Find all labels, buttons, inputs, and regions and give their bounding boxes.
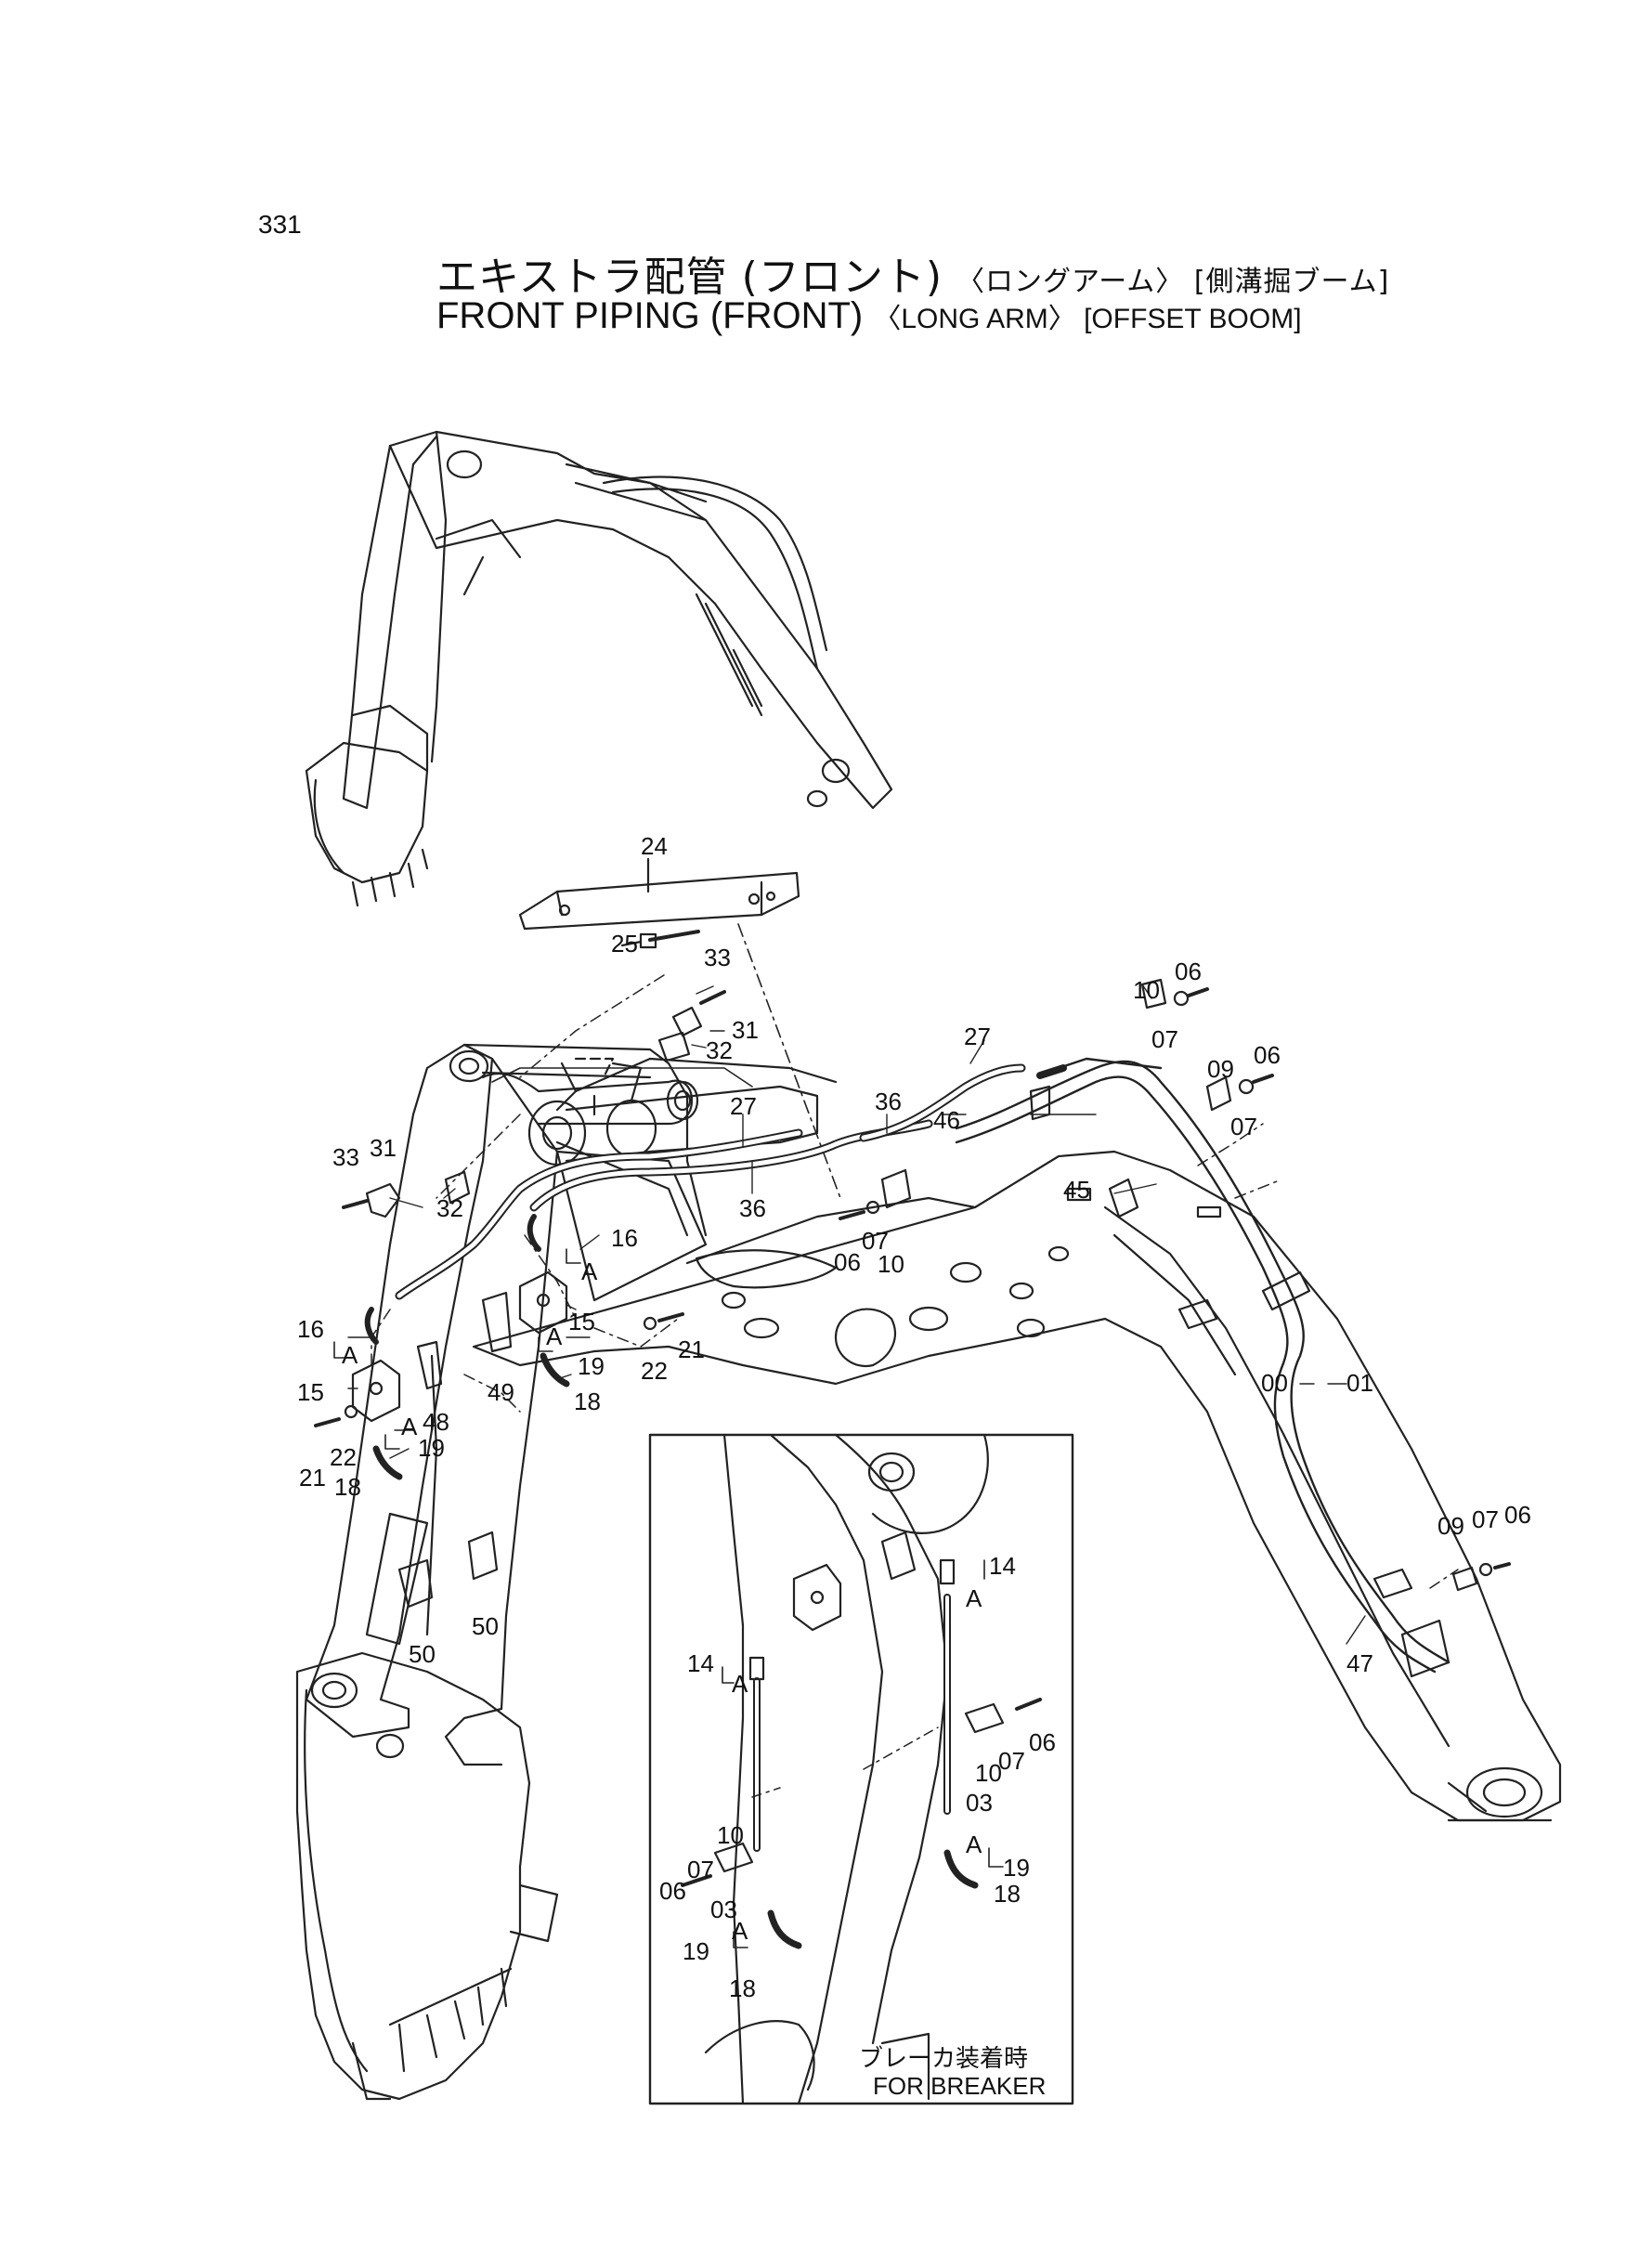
label-36-upper: 36: [875, 1088, 902, 1115]
inset-labels: 14 A 14 A 06 07 10 10 07 06 03 03 A 19 1…: [659, 1552, 1056, 2100]
inset-caption-japanese: ブレーカ装着時: [859, 2044, 1028, 2072]
label-A-right-top: A: [581, 1257, 598, 1285]
label-22-right: 22: [641, 1357, 668, 1385]
title-english: FRONT PIPING (FRONT) 〈LONG ARM〉 [OFFSET …: [436, 295, 1302, 337]
label-48: 48: [423, 1408, 449, 1436]
title-japanese-main: エキストラ配管 (フロント): [436, 254, 943, 301]
label-18-right: 18: [574, 1388, 601, 1415]
label-33-left: 33: [332, 1143, 359, 1171]
inset-label-06-right: 06: [1029, 1728, 1056, 1756]
label-22-left: 22: [330, 1443, 357, 1471]
inset-label-19-left: 19: [683, 1937, 709, 1965]
inset-label-A-right-top: A: [966, 1584, 982, 1612]
title-japanese: エキストラ配管 (フロント) 〈ロングアーム〉 [側溝掘ブーム]: [436, 243, 1389, 303]
inset-label-18-left: 18: [729, 1974, 756, 2002]
inset-label-07-right: 07: [998, 1747, 1025, 1775]
label-A-left-bottom: A: [401, 1413, 418, 1440]
label-06-top: 06: [1175, 958, 1202, 985]
inset-label-14-left: 14: [687, 1649, 714, 1677]
label-06-mid: 06: [834, 1248, 861, 1276]
label-A-right-bottom: A: [546, 1322, 563, 1350]
bolt-25: [620, 930, 700, 949]
label-21-right: 21: [678, 1335, 705, 1363]
main-boom: [472, 1150, 1562, 1822]
label-49: 49: [488, 1378, 514, 1406]
inset-label-10-right: 10: [975, 1759, 1002, 1787]
label-10-top: 10: [1133, 976, 1160, 1004]
label-07-right: 07: [1230, 1113, 1257, 1140]
label-01: 01: [1346, 1369, 1373, 1397]
inset-label-03-left: 03: [710, 1896, 737, 1923]
label-15-left: 15: [297, 1378, 324, 1406]
label-36-lower: 36: [739, 1194, 766, 1222]
label-18-left: 18: [334, 1473, 361, 1501]
label-15-right: 15: [568, 1308, 595, 1335]
label-50-right: 50: [472, 1612, 499, 1640]
label-33: 33: [704, 944, 731, 971]
label-07-top: 07: [1151, 1025, 1178, 1053]
part-labels: 24 25 33 31 32 27 27 36 36 46 10 06 07 0…: [297, 832, 1531, 1677]
label-47: 47: [1346, 1649, 1373, 1677]
label-07-mid: 07: [862, 1227, 889, 1255]
inset-label-03-right: 03: [966, 1789, 993, 1817]
label-06-right: 06: [1254, 1041, 1281, 1069]
label-27-upper: 27: [964, 1023, 991, 1050]
label-31-left: 31: [370, 1134, 397, 1162]
boom-cylinder: [491, 1057, 838, 1237]
inset-label-07-left: 07: [687, 1856, 714, 1883]
inset-label-14-right: 14: [989, 1552, 1016, 1580]
title-japanese-sub: 〈ロングアーム〉 [側溝掘ブーム]: [956, 266, 1390, 298]
label-19-left: 19: [418, 1434, 445, 1462]
inset-label-A-right-bottom: A: [966, 1831, 982, 1858]
label-27-lower: 27: [730, 1092, 757, 1120]
A-bracket-marks: [333, 1248, 1004, 1948]
title-english-main: FRONT PIPING (FRONT): [436, 295, 864, 336]
label-19-right: 19: [578, 1352, 605, 1380]
overview-excavator: [305, 430, 893, 907]
label-31: 31: [732, 1016, 759, 1044]
label-25: 25: [611, 930, 638, 958]
inset-for-breaker: [648, 1433, 1074, 2105]
inset-caption-english: FOR BREAKER: [873, 2072, 1046, 2100]
bucket: [295, 1651, 559, 2101]
label-A-left-top: A: [342, 1341, 358, 1369]
label-09-bottom: 09: [1437, 1512, 1464, 1540]
label-32: 32: [706, 1036, 733, 1064]
inset-label-A-left-top: A: [732, 1670, 748, 1698]
inset-label-19-right: 19: [1003, 1854, 1030, 1882]
hoses-and-pipes: [371, 974, 1459, 1674]
leader-lines: [347, 984, 1366, 1645]
title-english-sub: 〈LONG ARM〉 [OFFSET BOOM]: [873, 304, 1302, 334]
inset-label-A-left-bottom: A: [732, 1917, 748, 1945]
label-00: 00: [1261, 1369, 1288, 1397]
label-09-top: 09: [1207, 1055, 1234, 1083]
label-32-left: 32: [436, 1194, 463, 1222]
label-16-right: 16: [611, 1224, 638, 1252]
fittings: [314, 978, 1511, 1609]
label-46: 46: [933, 1106, 960, 1134]
label-50-left: 50: [409, 1640, 436, 1668]
page-number: 331: [258, 210, 302, 239]
label-07-bottom: 07: [1472, 1505, 1499, 1533]
inset-label-06-left: 06: [659, 1877, 686, 1905]
inset-label-18-right: 18: [994, 1880, 1021, 1908]
inset-label-10-left: 10: [717, 1821, 744, 1849]
label-24: 24: [641, 832, 668, 860]
label-06-bottom: 06: [1504, 1501, 1531, 1529]
label-10-mid: 10: [878, 1250, 904, 1278]
label-16-left: 16: [297, 1315, 324, 1343]
label-21-left: 21: [299, 1464, 326, 1492]
label-45: 45: [1063, 1176, 1090, 1204]
